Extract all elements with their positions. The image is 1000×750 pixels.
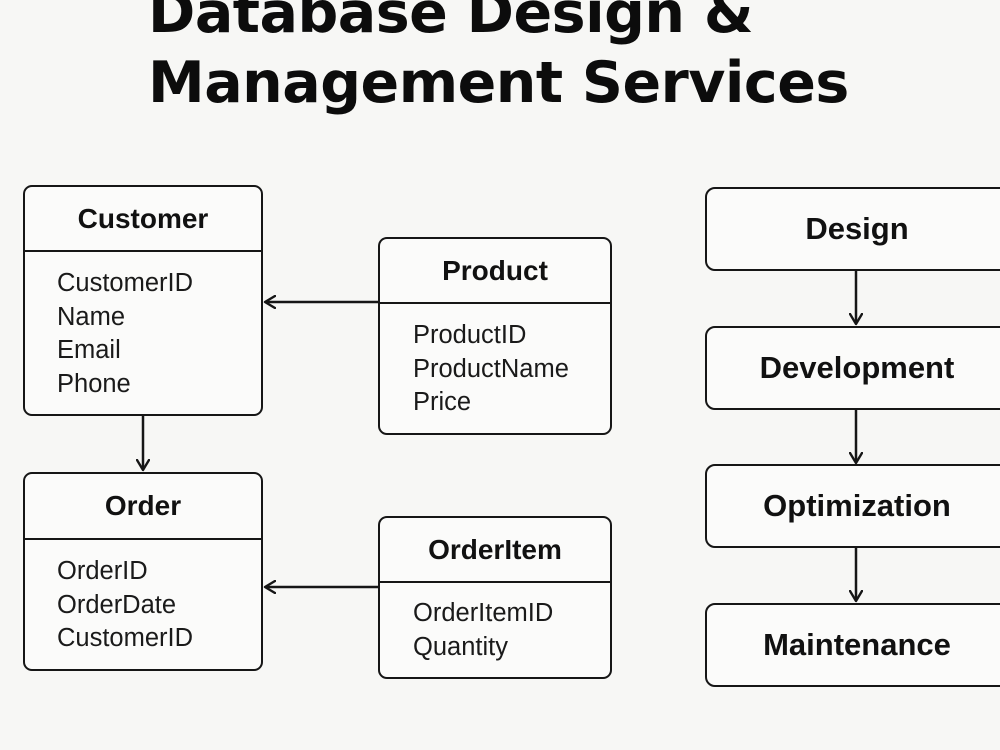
step-optimization: Optimization (705, 464, 1000, 548)
title-line-1: Database Design & (148, 0, 754, 46)
step-maintenance-label: Maintenance (763, 627, 951, 662)
field-price: Price (413, 388, 472, 416)
field-order-customerid: CustomerID (57, 624, 194, 652)
field-productname: ProductName (413, 354, 569, 383)
step-development: Development (705, 326, 1000, 410)
entity-orderitem: OrderItem OrderItemID Quantity (378, 516, 612, 679)
field-orderitemid: OrderItemID (413, 599, 554, 627)
step-development-label: Development (759, 350, 955, 385)
field-customerid: CustomerID (57, 269, 194, 297)
step-maintenance: Maintenance (705, 603, 1000, 687)
entity-order-name: Order (25, 474, 261, 540)
step-design: Design (705, 187, 1000, 271)
entity-product-fields: ProductID ProductName Price (413, 319, 569, 420)
step-design-label: Design (805, 211, 909, 246)
field-productid: ProductID (413, 321, 527, 349)
page-title: Database Design & Management Services (148, 0, 908, 118)
field-name: Name (57, 302, 126, 331)
field-email: Email (57, 336, 121, 364)
field-quantity: Quantity (413, 632, 508, 661)
entity-order-fields: OrderID OrderDate CustomerID (57, 555, 193, 656)
step-optimization-label: Optimization (763, 488, 951, 523)
field-orderdate: OrderDate (57, 590, 177, 619)
entity-customer-name: Customer (25, 187, 261, 252)
field-orderid: OrderID (57, 557, 148, 585)
entity-product-name: Product (380, 239, 610, 304)
entity-customer: Customer CustomerID Name Email Phone (23, 185, 263, 416)
title-line-2: Management Services (148, 50, 849, 116)
field-phone: Phone (57, 369, 131, 398)
entity-orderitem-fields: OrderItemID Quantity (413, 597, 553, 664)
entity-product: Product ProductID ProductName Price (378, 237, 612, 435)
entity-orderitem-name: OrderItem (380, 518, 610, 583)
entity-customer-fields: CustomerID Name Email Phone (57, 267, 193, 401)
entity-order: Order OrderID OrderDate CustomerID (23, 472, 263, 671)
